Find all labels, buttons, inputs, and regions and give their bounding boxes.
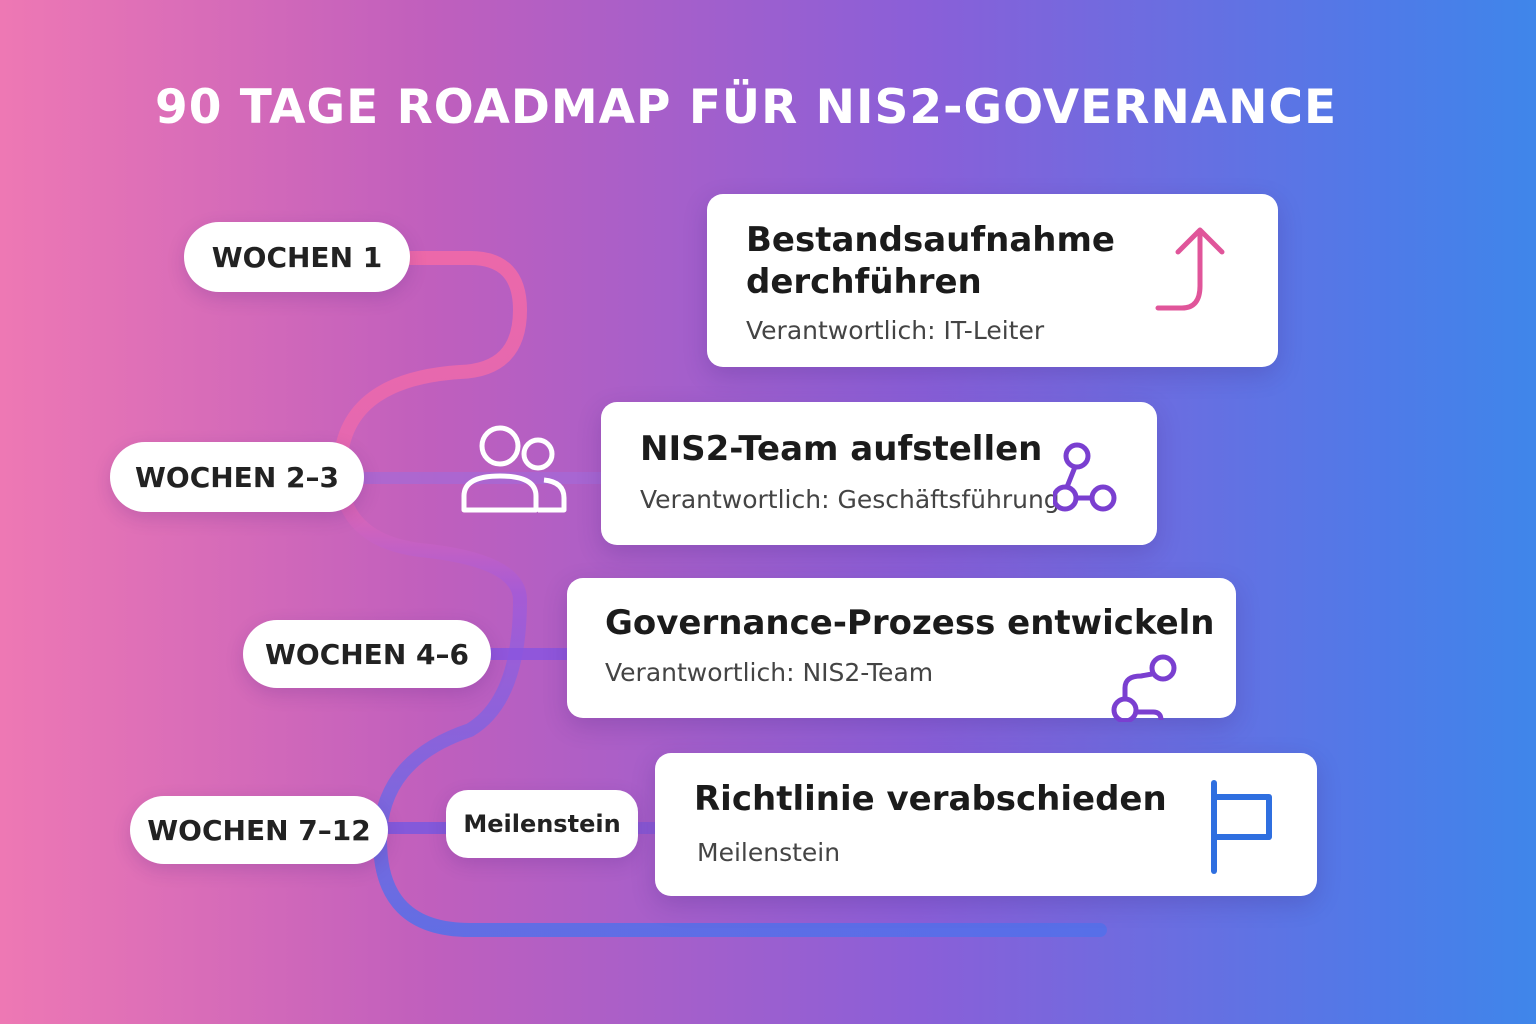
task-milestone-label: Meilenstein xyxy=(697,838,841,867)
phase-label: WOCHEN 2–3 xyxy=(135,460,339,494)
network-icon xyxy=(1053,442,1117,512)
task-owner: Verantwortlich: NIS2-Team xyxy=(605,658,934,687)
workflow-icon xyxy=(1111,654,1177,722)
task-card-team: NIS2-Team aufstellen Verantwortlich: Ges… xyxy=(601,402,1157,545)
page-title: 90 TAGE ROADMAP FÜR NIS2-GOVERNANCE xyxy=(155,80,1338,135)
phase-label: WOCHEN 4–6 xyxy=(265,637,469,671)
phase-label: WOCHEN 7–12 xyxy=(147,813,371,847)
task-title-line2: derchführen xyxy=(746,262,982,302)
task-owner: Verantwortlich: IT-Leiter xyxy=(746,316,1045,345)
phase-pill-weeks-2-3: WOCHEN 2–3 xyxy=(110,442,364,512)
arrow-up-icon xyxy=(1155,227,1225,311)
phase-label: WOCHEN 1 xyxy=(211,240,383,274)
task-title: Richtlinie verabschieden xyxy=(694,779,1167,819)
task-card-inventory: Bestandsaufnahme derchführen Verantwortl… xyxy=(707,194,1278,367)
task-title-line1: Bestandsaufnahme xyxy=(746,220,1115,260)
task-title: Governance-Prozess entwickeln xyxy=(605,603,1215,643)
milestone-pill: Meilenstein xyxy=(446,790,638,858)
task-title: NIS2-Team aufstellen xyxy=(640,429,1043,469)
phase-pill-weeks-7-12: WOCHEN 7–12 xyxy=(130,796,388,864)
flag-icon xyxy=(1211,780,1272,874)
task-card-policy: Richtlinie verabschieden Meilenstein xyxy=(655,753,1317,896)
phase-pill-weeks-1: WOCHEN 1 xyxy=(184,222,410,292)
task-owner: Verantwortlich: Geschäftsführung xyxy=(640,485,1060,514)
people-icon xyxy=(461,425,567,513)
milestone-label: Meilenstein xyxy=(463,810,621,838)
phase-pill-weeks-4-6: WOCHEN 4–6 xyxy=(243,620,491,688)
task-card-governance: Governance-Prozess entwickeln Verantwort… xyxy=(567,578,1236,722)
